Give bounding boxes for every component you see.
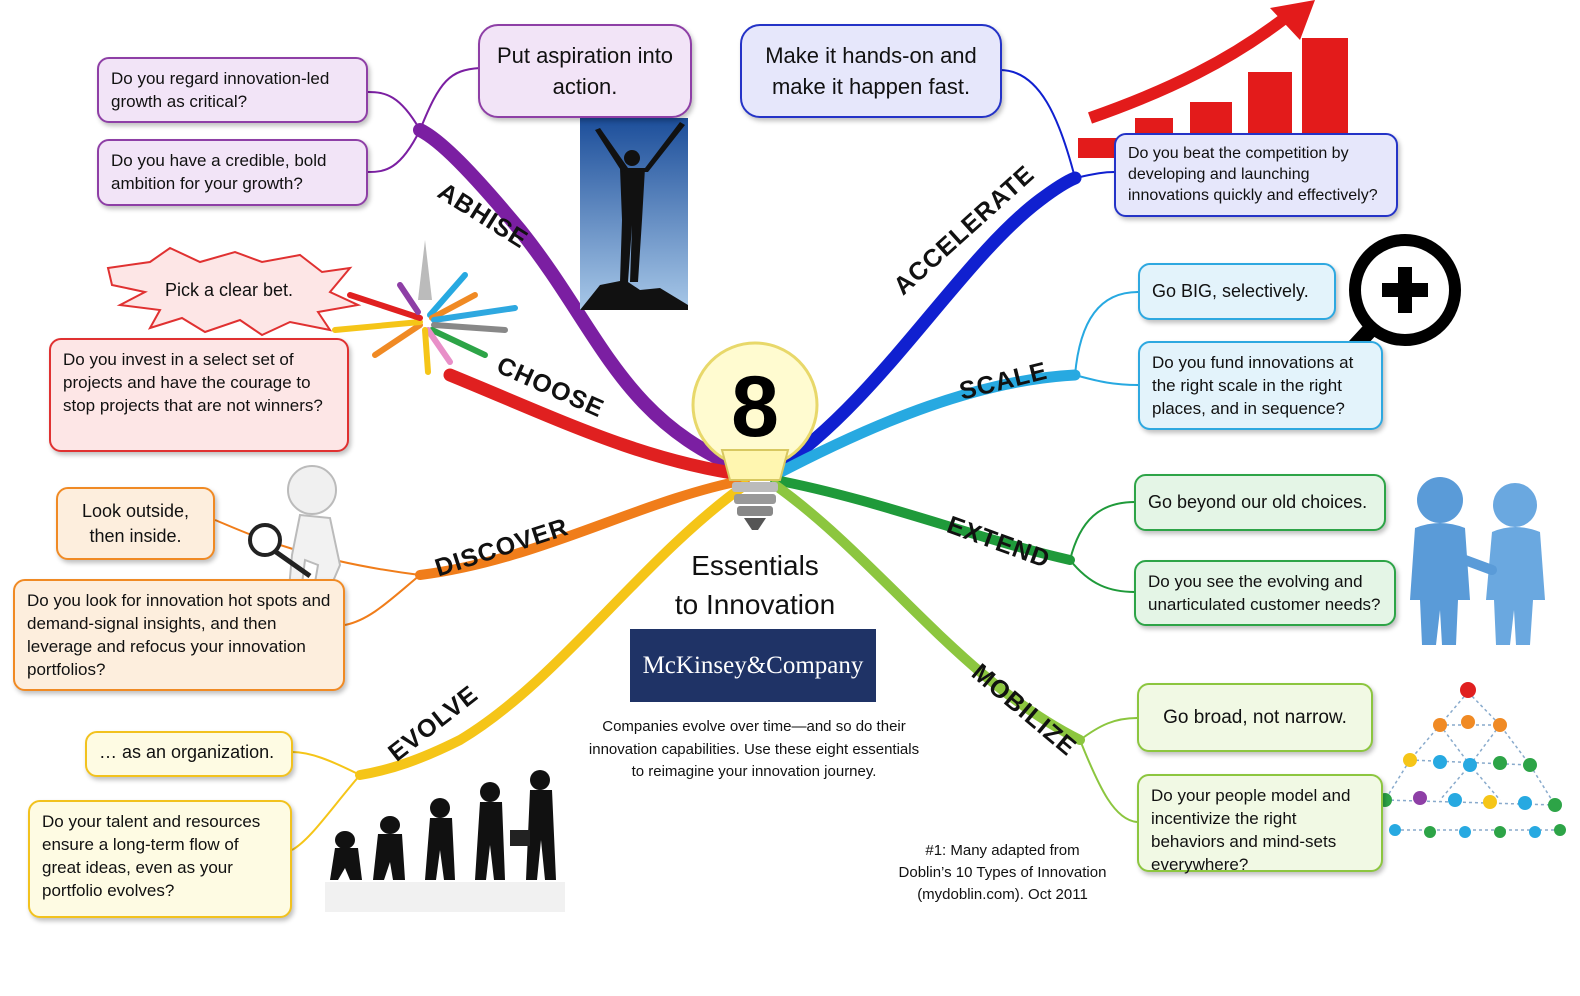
evolve-question: Do your talent and resources ensure a lo… [28, 800, 292, 918]
accelerate-branch [768, 171, 1082, 477]
arrows-burst-icon [332, 240, 518, 375]
choose-headline: Pick a clear bet. [165, 280, 294, 300]
evolve-branch [355, 480, 750, 780]
discover-question: Do you look for innovation hot spots and… [13, 579, 345, 691]
evolution-silhouette-icon [330, 770, 556, 880]
extend-branch [770, 475, 1075, 565]
discover-twig-1 [214, 519, 421, 576]
mobilize-twig-2 [1079, 739, 1138, 823]
accelerate-twig-1 [999, 69, 1076, 179]
starburst-shape [106, 246, 362, 337]
evolve-headline-box: … as an organization. [85, 731, 293, 777]
accelerate-headline-box: Make it hands-on and make it happen fast… [740, 24, 1002, 118]
center-title-line1: Essentials [691, 550, 819, 581]
choose-question: Do you invest in a select set of project… [49, 338, 349, 452]
extend-question: Do you see the evolving and unarticulate… [1134, 560, 1396, 626]
extend-twig-1 [1069, 501, 1136, 561]
handshake-icon [1410, 477, 1545, 645]
accelerate-question: Do you beat the competition by developin… [1114, 133, 1398, 217]
evolve-twig-2 [291, 774, 361, 851]
discover-branch [415, 475, 750, 580]
abhise-question-2: Do you have a credible, bold ambition fo… [97, 139, 368, 206]
abhise-twig-3 [367, 129, 421, 173]
discover-twig-2 [344, 574, 421, 626]
center-description: Companies evolve over time—and so do the… [588, 718, 920, 780]
scale-branch [769, 369, 1081, 481]
mobilize-twig-1 [1079, 717, 1138, 741]
mobilize-question: Do your people model and incentivize the… [1137, 774, 1383, 874]
aspiration-photo [580, 118, 688, 310]
choose-branch [443, 368, 752, 482]
extend-twig-2 [1069, 559, 1136, 593]
mobilize-branch [770, 480, 1085, 745]
abhise-branch [413, 123, 752, 477]
mckinsey-logo: McKinsey&Company [630, 629, 876, 702]
extend-headline-box: Go beyond our old choices. [1134, 474, 1386, 531]
abhise-headline-box: Put aspiration into action. [478, 24, 692, 118]
center-title-line2: to Innovation [674, 589, 836, 620]
discover-headline-box: Look outside, then inside. [56, 487, 215, 560]
scale-headline-box: Go BIG, selectively. [1138, 263, 1336, 320]
footnote-line3: (mydoblin.com). Oct 2011 [917, 886, 1088, 903]
abhise-twig-2 [367, 91, 421, 131]
center-title: Essentials to Innovation [640, 546, 870, 624]
abhise-question-1: Do you regard innovation-led growth as c… [97, 57, 368, 123]
abhise-twig-1 [419, 67, 481, 131]
center-number: 8 [731, 359, 779, 455]
light-bulb-icon [691, 341, 819, 530]
mobilize-headline-box: Go broad, not narrow. [1137, 683, 1373, 752]
explorer-figure-icon [248, 465, 342, 601]
evolve-twig-1 [291, 751, 361, 776]
footnote: #1: Many adapted from Doblin’s 10 Types … [880, 840, 1125, 906]
footnote-line2: Doblin’s 10 Types of Innovation [898, 864, 1107, 881]
scale-question: Do you fund innovations at the right sca… [1138, 341, 1383, 430]
people-network-icon [1378, 682, 1566, 838]
scale-twig-2 [1074, 374, 1139, 386]
evolution-reflection [325, 882, 565, 912]
scale-twig-1 [1074, 291, 1139, 376]
accelerate-twig-2 [1074, 171, 1116, 179]
footnote-line1: #1: Many adapted from [925, 842, 1080, 859]
